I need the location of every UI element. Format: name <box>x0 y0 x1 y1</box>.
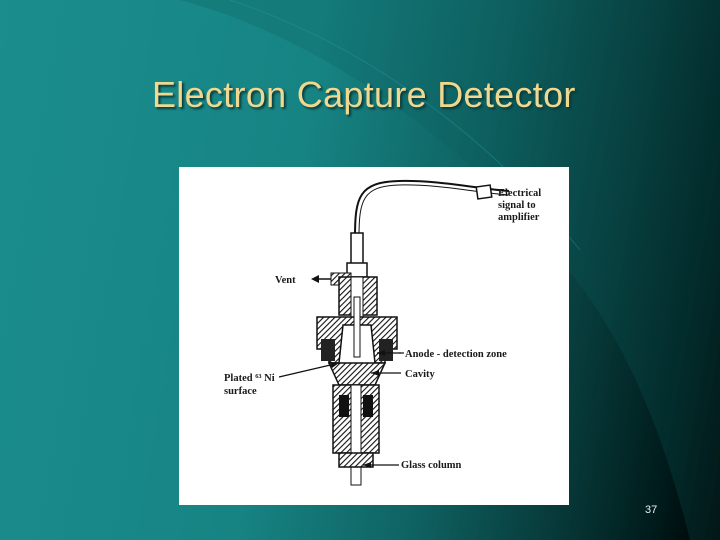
slide-number: 37 <box>645 504 658 516</box>
column-base <box>338 452 374 468</box>
label-signal-to: signal to <box>498 200 536 211</box>
slide-title: Electron Capture Detector <box>152 74 576 115</box>
label-amplifier: amplifier <box>498 212 540 223</box>
label-plated: Plated ⁶³ Ni <box>224 373 275 384</box>
ecd-diagram: Electrical signal to amplifier Vent Anod… <box>179 167 569 505</box>
electrode-stem <box>350 232 364 266</box>
label-electrical: Electrical <box>498 188 541 199</box>
label-anode: Anode - detection zone <box>405 349 507 360</box>
label-glass-column: Glass column <box>401 460 462 471</box>
label-surface: surface <box>224 386 257 397</box>
ecd-diagram-svg: Electrical signal to amplifier Vent Anod… <box>224 179 541 486</box>
label-cavity: Cavity <box>405 369 435 380</box>
connector-plug <box>475 184 493 200</box>
label-vent: Vent <box>275 275 296 286</box>
anode-rod <box>353 296 361 358</box>
